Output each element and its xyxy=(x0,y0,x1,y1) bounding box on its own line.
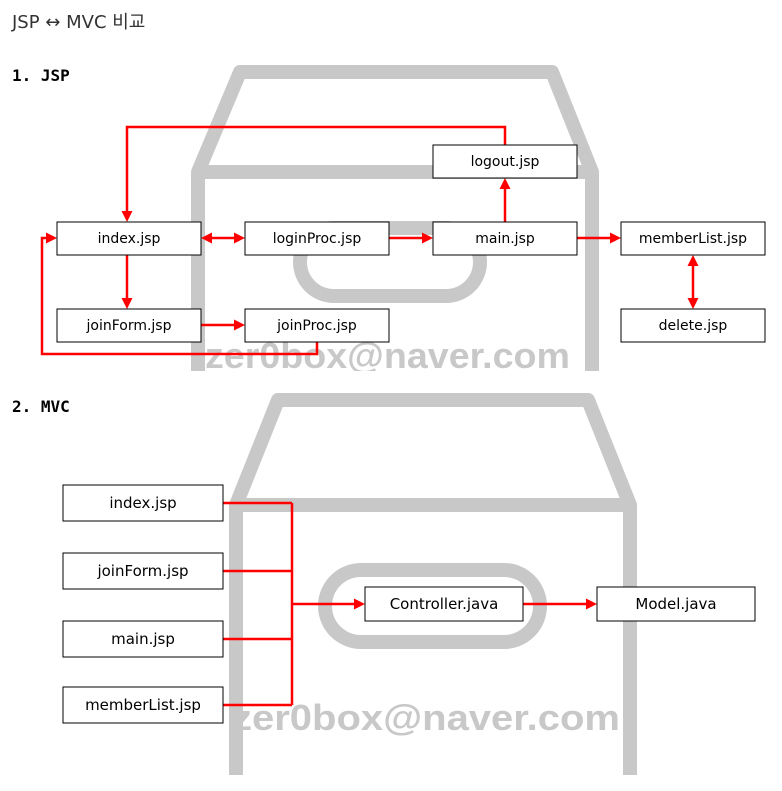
mvc-node-main-label: main.jsp xyxy=(111,630,175,648)
jsp-node-delete: delete.jsp xyxy=(620,308,766,343)
mvc-heading: 2. MVC xyxy=(12,397,70,416)
jsp-node-delete-label: delete.jsp xyxy=(659,318,728,334)
mvc-node-model: Model.java xyxy=(596,586,756,622)
jsp-node-joinform-box xyxy=(56,308,202,343)
jsp-node-main: main.jsp xyxy=(432,221,578,256)
watermark-text: zer0box@naver.com xyxy=(232,697,620,738)
mvc-node-joinform-box xyxy=(62,552,224,590)
mvc-node-model-label: Model.java xyxy=(635,595,716,613)
arrow-joinproc-index xyxy=(40,232,319,356)
jsp-node-index-box xyxy=(56,221,202,256)
mvc-node-memberlist-box xyxy=(62,686,224,724)
mvc-node-memberlist-label: memberList.jsp xyxy=(85,696,201,714)
arrow-logout-index xyxy=(121,125,507,222)
mvc-node-joinform-label: joinForm.jsp xyxy=(96,562,188,580)
jsp-node-main-label: main.jsp xyxy=(475,231,535,247)
mvc-node-controller-label: Controller.java xyxy=(390,595,499,613)
jsp-node-index-label: index.jsp xyxy=(98,231,161,247)
watermark-box-handle xyxy=(293,221,487,303)
jsp-node-joinproc-box xyxy=(244,308,390,343)
jsp-node-main-box xyxy=(432,221,578,256)
mvc-node-index-label: index.jsp xyxy=(109,494,176,512)
jsp-node-joinform: joinForm.jsp xyxy=(56,308,202,343)
mvc-node-memberlist: memberList.jsp xyxy=(62,686,224,724)
mvc-node-index-box xyxy=(62,484,224,522)
mvc-node-controller-box xyxy=(364,586,524,622)
jsp-node-memberlist-box xyxy=(620,221,766,256)
watermark-box-handle xyxy=(318,563,547,649)
mvc-section: zer0box@naver.com 2. MVC index.jsp joinF… xyxy=(12,393,756,775)
watermark-box-icon xyxy=(229,393,637,775)
jsp-node-joinproc: joinProc.jsp xyxy=(244,308,390,343)
jsp-heading: 1. JSP xyxy=(12,66,70,85)
mvc-node-main: main.jsp xyxy=(62,620,224,658)
jsp-node-logout: logout.jsp xyxy=(432,144,578,179)
jsp-node-logout-label: logout.jsp xyxy=(471,154,540,170)
jsp-node-delete-box xyxy=(620,308,766,343)
jsp-node-joinproc-label: joinProc.jsp xyxy=(276,318,357,334)
jsp-section: zer0box@naver.com 1. JSP logout.jsp inde… xyxy=(12,65,766,371)
jsp-node-index: index.jsp xyxy=(56,221,202,256)
page-title: JSP ↔ MVC 비교 xyxy=(11,12,145,33)
jsp-node-logout-box xyxy=(432,144,578,179)
jsp-node-memberlist-label: memberList.jsp xyxy=(639,231,747,247)
mvc-node-controller: Controller.java xyxy=(364,586,524,622)
jsp-node-memberlist: memberList.jsp xyxy=(620,221,766,256)
jsp-node-loginproc-box xyxy=(244,221,390,256)
mvc-watermark: zer0box@naver.com xyxy=(229,393,637,775)
jsp-node-loginproc-label: loginProc.jsp xyxy=(273,231,362,247)
mvc-node-model-box xyxy=(596,586,756,622)
jsp-node-loginproc: loginProc.jsp xyxy=(244,221,390,256)
mvc-node-joinform: joinForm.jsp xyxy=(62,552,224,590)
jsp-node-joinform-label: joinForm.jsp xyxy=(85,318,171,334)
mvc-node-main-box xyxy=(62,620,224,658)
mvc-node-index: index.jsp xyxy=(62,484,224,522)
